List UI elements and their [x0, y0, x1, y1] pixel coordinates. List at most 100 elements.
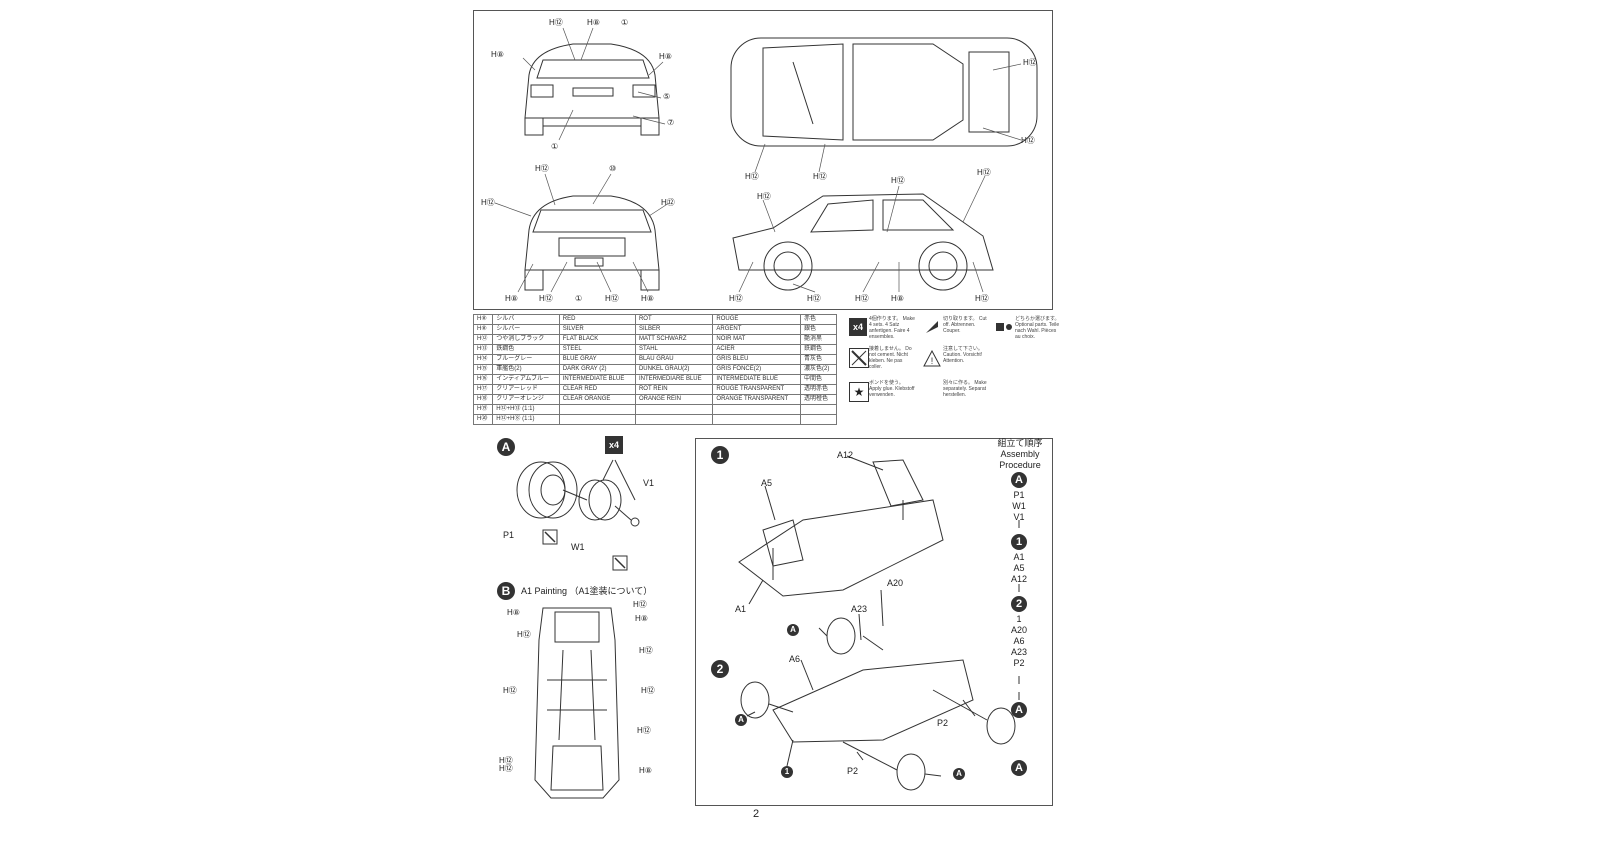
side-label-1: H⑫ — [757, 192, 771, 201]
color-table-cell — [634, 414, 714, 425]
b-label-7: H⑫ — [641, 686, 655, 695]
step2-part-p2-right: P2 — [937, 718, 949, 728]
proc-item-a6: A6 — [1013, 636, 1025, 646]
side-view-car — [732, 193, 994, 291]
legend-caution: 注意して下さい。 Caution. Vorsicht! Attention. — [943, 346, 983, 364]
b-label-9: H⑫ — [499, 764, 513, 773]
front-label-9: H⑧ — [641, 294, 654, 303]
assembly-drawings — [738, 455, 1020, 791]
rear-label-8: ① — [551, 142, 559, 151]
top-label-3: H⑫ — [745, 172, 759, 181]
side-label-7: H⑧ — [891, 294, 904, 303]
step-a-x4-icon: x4 — [605, 436, 623, 454]
procedure-title-en2: Procedure — [999, 460, 1041, 470]
legend-optional: どちらか選びます。 Optional parts. Teile nach Wah… — [1015, 316, 1060, 340]
step2-ref-a-1: A — [787, 624, 799, 636]
instruction-page: H⑫ H⑧ H⑧ ① H⑧ ⑤ ⑦ ① H⑫ ⑩ H⑫ H⑫ H⑧ H⑫ ① H… — [463, 0, 1093, 850]
rear-label-5: H⑧ — [659, 52, 672, 61]
caution-icon: ! — [923, 349, 941, 368]
step2-part-a23: A23 — [851, 604, 868, 614]
proc-badge-1: 1 — [1011, 534, 1027, 550]
proc-item-ref-1: 1 — [1016, 614, 1022, 624]
procedure-title: 組立て順序 Assembly Procedure — [993, 438, 1047, 471]
wheel-assembly-drawing — [516, 459, 640, 571]
proc-item-v1: V1 — [1013, 512, 1025, 522]
proc-item-a1: A1 — [1013, 552, 1025, 562]
car-illustrations — [494, 27, 1038, 293]
proc-badge-a-3: A — [1011, 760, 1027, 776]
front-label-7: ① — [575, 294, 583, 303]
b-label-11: H⑧ — [639, 766, 652, 775]
legend-make-4: 4個作ります。 Make 4 sets. 4 Satz anfertigen. … — [869, 316, 915, 340]
b-label-1: H⑧ — [507, 608, 520, 617]
svg-text:!: ! — [931, 356, 934, 366]
color-table-cell — [800, 414, 837, 425]
step-b-title: A1 Painting （A1塗装について） — [521, 586, 653, 596]
part-v1-label: V1 — [643, 478, 655, 488]
step-1-badge: 1 — [711, 446, 729, 464]
front-label-2: ⑩ — [609, 164, 617, 173]
step2-part-a20: A20 — [887, 578, 904, 588]
assembly-frame — [695, 438, 1053, 806]
front-label-8: H⑫ — [605, 294, 619, 303]
top-label-4: H⑫ — [813, 172, 827, 181]
step2-ref-a-2: A — [735, 714, 747, 726]
top-label-1: H⑫ — [1023, 58, 1037, 67]
b-label-8: H⑫ — [499, 756, 513, 765]
front-label-5: H⑧ — [505, 294, 518, 303]
proc-item-a5: A5 — [1013, 563, 1025, 573]
legend-cut-off: 切り取ります。 Cut off. Abtrennen. Couper. — [943, 316, 987, 334]
step1-part-a1: A1 — [735, 604, 747, 614]
proc-item-p2: P2 — [1013, 658, 1025, 668]
color-table-cell: H⑫+H⑧ (1:1) — [492, 414, 560, 425]
b-label-6: H⑫ — [503, 686, 517, 695]
glue-star-icon: ★ — [849, 382, 869, 402]
rear-label-1: H⑫ — [549, 18, 563, 27]
no-cement-icon — [849, 348, 869, 368]
step1-part-a12: A12 — [837, 450, 854, 460]
part-w1-label: W1 — [571, 542, 585, 552]
procedure-title-en1: Assembly — [1000, 449, 1040, 459]
legend-glue: ボンドを使う。 Apply glue. Klebstoff verwenden. — [869, 380, 915, 398]
side-label-5: H⑫ — [807, 294, 821, 303]
side-label-8: H⑫ — [975, 294, 989, 303]
step-a-badge: A — [497, 438, 515, 456]
page-number: 2 — [753, 808, 760, 820]
rear-label-3: H⑧ — [491, 50, 504, 59]
rear-label-7: ⑦ — [667, 118, 675, 127]
rear-label-4: ① — [621, 18, 629, 27]
b-label-5: H⑫ — [639, 646, 653, 655]
front-label-4: H⑫ — [661, 198, 675, 207]
legend-separately: 別々に作る。 Make separately. Separat herstell… — [943, 380, 987, 398]
proc-badge-a-1: A — [1011, 472, 1027, 488]
legend-no-cement: 接着しません。 Do not cement. Nicht kleben. Ne … — [869, 346, 912, 370]
rear-view-car — [524, 43, 660, 136]
step2-ref-1: 1 — [781, 766, 793, 778]
optional-parts-icon — [995, 318, 1013, 336]
top-label-2: H⑫ — [1021, 136, 1035, 145]
b-label-4: H⑧ — [635, 614, 648, 623]
b-label-10: H⑫ — [637, 726, 651, 735]
step-b-badge: B — [497, 582, 515, 600]
procedure-title-jp: 組立て順序 — [997, 438, 1043, 448]
proc-group-2: 1 A20 A6 A23 P2 — [999, 614, 1039, 669]
proc-item-a12: A12 — [1010, 574, 1027, 584]
top-view-car — [730, 37, 1038, 147]
b-label-3: H⑫ — [517, 630, 531, 639]
proc-item-a20: A20 — [1010, 625, 1027, 635]
rear-label-6: ⑤ — [663, 92, 671, 101]
x4-icon: x4 — [849, 318, 867, 336]
proc-badge-a-2: A — [1011, 702, 1027, 718]
step-2-badge: 2 — [711, 660, 729, 678]
proc-group-a: P1 W1 V1 — [999, 490, 1039, 523]
side-label-4: H⑫ — [729, 294, 743, 303]
front-label-6: H⑫ — [539, 294, 553, 303]
cut-off-icon — [923, 318, 941, 336]
proc-item-a23: A23 — [1010, 647, 1027, 657]
front-view-car — [524, 195, 660, 291]
side-label-6: H⑫ — [855, 294, 869, 303]
